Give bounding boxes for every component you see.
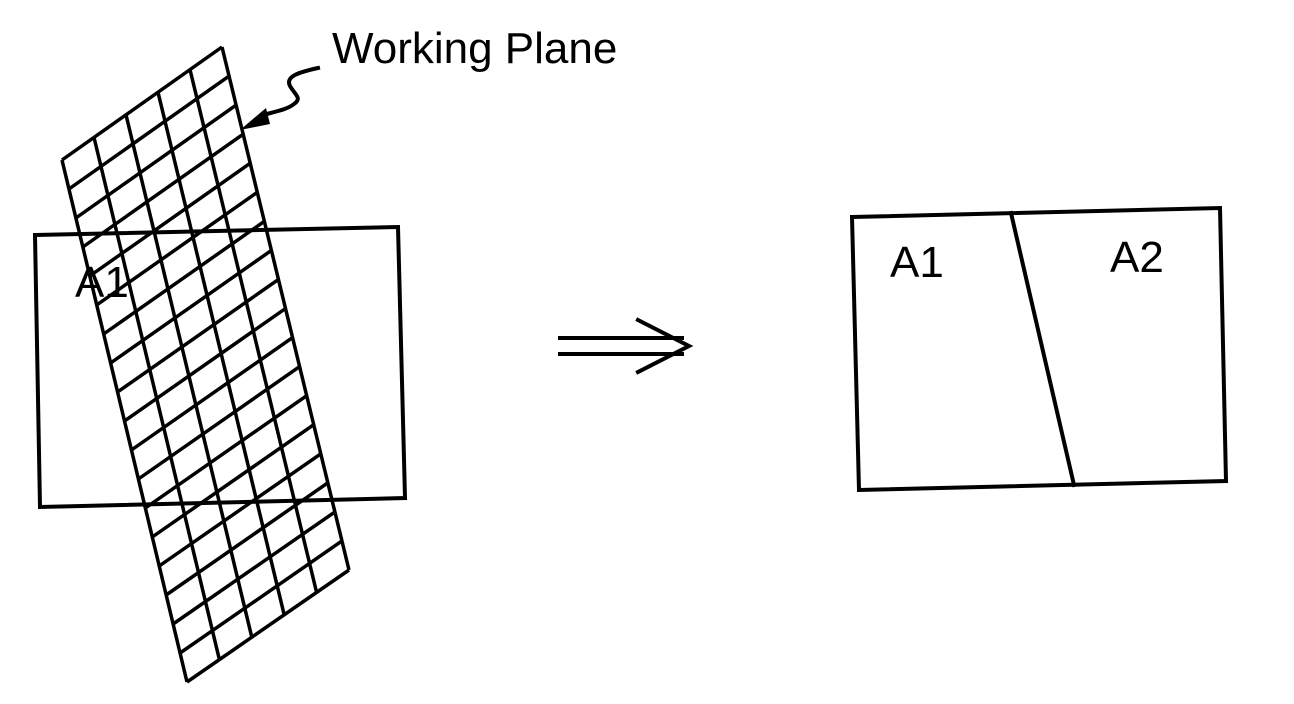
working-plane-leader bbox=[255, 65, 321, 121]
grid-line-horizontal bbox=[109, 248, 273, 365]
grid-line-horizontal bbox=[67, 74, 231, 191]
grid-line-horizontal bbox=[60, 45, 224, 162]
grid-line-horizontal bbox=[81, 132, 245, 249]
grid-line-horizontal bbox=[151, 423, 315, 539]
grid-line-horizontal bbox=[179, 539, 343, 655]
grid-line-horizontal bbox=[116, 278, 280, 394]
dividing-line bbox=[1008, 210, 1077, 488]
working-plane-label: Working Plane bbox=[332, 24, 617, 73]
implies-arrow bbox=[558, 317, 694, 375]
grid-line-horizontal bbox=[172, 510, 336, 626]
grid-line-horizontal bbox=[158, 452, 322, 568]
working-plane-grid bbox=[60, 45, 351, 684]
grid-line-horizontal bbox=[186, 568, 350, 684]
grid-line-horizontal bbox=[144, 394, 308, 510]
grid-line-horizontal bbox=[102, 219, 266, 336]
right-region-label-a2: A2 bbox=[1110, 233, 1164, 282]
grid-line-horizontal bbox=[95, 190, 259, 307]
working-plane-arrowhead bbox=[240, 108, 270, 130]
grid-line-horizontal bbox=[137, 365, 301, 481]
left-region-label: A1 bbox=[75, 258, 129, 307]
grid-line-horizontal bbox=[123, 307, 287, 423]
grid-line-horizontal bbox=[88, 161, 252, 278]
left-region-rectangle bbox=[32, 224, 408, 510]
grid-line-horizontal bbox=[130, 336, 294, 452]
right-region-label-a1: A1 bbox=[890, 238, 944, 287]
grid-line-horizontal bbox=[74, 103, 238, 220]
right-region-rectangle bbox=[849, 205, 1229, 493]
